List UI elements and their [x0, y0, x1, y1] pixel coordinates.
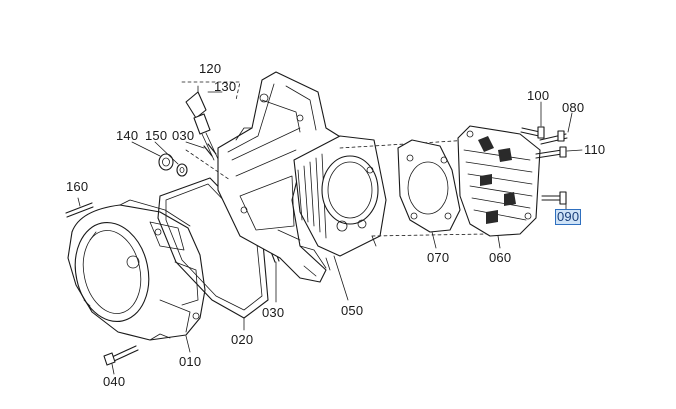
callout-140[interactable]: 140 [116, 128, 139, 143]
cover-010[interactable] [66, 199, 206, 341]
callout-110[interactable]: 110 [584, 142, 606, 157]
callout-100[interactable]: 100 [527, 88, 550, 103]
bolt-110[interactable] [535, 146, 567, 159]
callout-160[interactable]: 160 [66, 179, 89, 194]
cylinder-head-060[interactable] [457, 125, 541, 237]
crankcase[interactable] [217, 71, 353, 283]
callout-030-lower[interactable]: 030 [262, 305, 285, 320]
callout-090-selected[interactable]: 090 [554, 209, 582, 225]
stud-080[interactable] [539, 130, 568, 145]
callout-030-upper[interactable]: 030 [172, 128, 195, 143]
callout-060[interactable]: 060 [489, 250, 512, 265]
callout-050[interactable]: 050 [341, 303, 364, 318]
head-gasket-070[interactable] [397, 139, 461, 233]
callout-070[interactable]: 070 [427, 250, 450, 265]
washer-150[interactable] [176, 163, 188, 177]
callout-010[interactable]: 010 [179, 354, 202, 369]
breather-130[interactable] [185, 91, 219, 161]
dowel-030-upper[interactable] [203, 143, 217, 157]
cylinder-block-050[interactable] [293, 135, 387, 271]
callout-040[interactable]: 040 [103, 374, 126, 389]
bolt-100[interactable] [520, 126, 545, 139]
bolt-040[interactable] [103, 345, 139, 366]
alignment-lines [181, 81, 487, 237]
oil-seal-140[interactable] [158, 153, 174, 171]
callout-120[interactable]: 120 [199, 61, 222, 76]
bolt-090[interactable] [541, 191, 567, 205]
callout-150[interactable]: 150 [145, 128, 168, 143]
callout-020[interactable]: 020 [231, 332, 254, 347]
callout-080[interactable]: 080 [562, 100, 585, 115]
callout-130[interactable]: 130 [214, 79, 237, 94]
pin-160[interactable] [65, 202, 94, 218]
